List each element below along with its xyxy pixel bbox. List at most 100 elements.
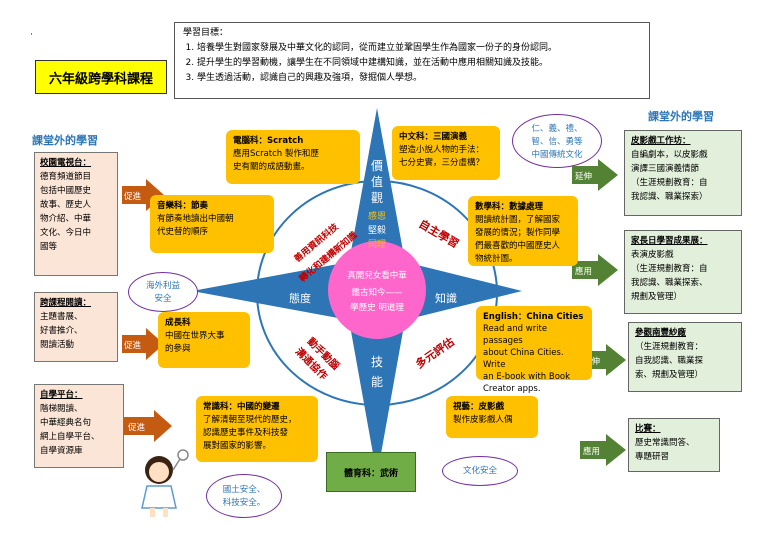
left-arrow-label-2: 促進 bbox=[124, 341, 142, 351]
right-box-line: 專題研習 bbox=[635, 452, 670, 462]
star-right-label: 知識 bbox=[435, 291, 457, 305]
right-box-line: （生涯規劃教育：自 bbox=[631, 264, 708, 274]
subject-math: 數學科：數據處理 閱讀統計圖，了解國家 發展的情況；製作同學 們最喜歡的中國歷史… bbox=[468, 196, 578, 266]
goals-heading: 學習目標： bbox=[183, 28, 229, 38]
star-left-label: 態度 bbox=[289, 291, 311, 305]
subject-title: 音樂科：節奏 bbox=[157, 201, 209, 211]
left-box-line: 國等 bbox=[40, 242, 58, 252]
subject-general-studies: 常識科：中國的變遷 了解清朝至現代的歷史， 認識歷史事件及科技發 展對國家的影響… bbox=[196, 396, 318, 462]
page-title: 六年級跨學科課程 bbox=[35, 60, 167, 94]
right-box-line: 索、規劃及管理） bbox=[635, 370, 704, 380]
girl-illustration bbox=[141, 449, 189, 517]
bubble-line: 國土安全、 bbox=[222, 485, 266, 495]
subject-line: 七分史實，三分虛構？ bbox=[399, 158, 485, 168]
left-box-line: 中華經典名句 bbox=[40, 418, 92, 428]
star-top-char-1: 價 bbox=[371, 159, 383, 173]
right-box-title: 皮影戲工作坊： bbox=[631, 136, 691, 146]
right-box-line: 規劃及管理） bbox=[631, 292, 683, 302]
left-box-self-learning: 自學平台： 階梯閱讀、 中華經典名句 網上自學平台、 自學資源庫 bbox=[34, 384, 124, 468]
right-arrow-2 bbox=[572, 254, 618, 286]
star-top-char-2: 值 bbox=[371, 174, 383, 189]
bubble-line: 智、信、勇等 bbox=[531, 137, 583, 147]
subject-line: an E-book with Book bbox=[483, 372, 571, 382]
right-box-line: 自我認識、職業探 bbox=[635, 356, 704, 366]
left-box-line: 文化、今日中 bbox=[40, 228, 92, 238]
subject-line: 物統計圖。 bbox=[475, 254, 518, 264]
star-bottom-char-1: 技 bbox=[371, 355, 383, 369]
right-heading: 課堂外的學習 bbox=[648, 110, 714, 123]
left-heading: 課堂外的學習 bbox=[32, 134, 98, 147]
left-arrow-2 bbox=[122, 328, 164, 360]
left-box-line: 階梯閱讀、 bbox=[40, 404, 83, 414]
subject-chinese: 中文科：三國演義 塑造小說人物的手法： 七分史實，三分虛構？ bbox=[392, 126, 500, 180]
left-arrow-label-3: 促進 bbox=[128, 423, 146, 433]
subject-title: 電腦科：Scratch bbox=[233, 136, 304, 146]
right-box-line: 表演皮影戲 bbox=[631, 250, 674, 260]
right-arrow-label-1: 延伸 bbox=[575, 172, 593, 182]
left-box-line: 網上自學平台、 bbox=[40, 432, 100, 442]
star-top-sub-1: 感恩 bbox=[368, 210, 386, 222]
right-box-line: 我認識、職業探索） bbox=[631, 192, 708, 202]
left-box-line: 閱讀活動 bbox=[40, 340, 75, 350]
left-box-title: 自學平台： bbox=[40, 390, 83, 400]
subject-line: 展對國家的影響。 bbox=[203, 441, 272, 451]
right-box-competition: 比賽： 歷史常識問答、 專題研習 bbox=[628, 418, 720, 472]
left-box-line: 故事、歷史人 bbox=[40, 200, 92, 210]
bubble-values: 仁、義、禮、 智、信、勇等 中國傳統文化 bbox=[512, 114, 602, 168]
subject-music: 音樂科：節奏 有節奏地讀出中國朝 代史替的順序 bbox=[150, 195, 274, 253]
goal-item: 培養學生對國家發展及中華文化的認同，從而建立並鞏固學生作為國家一份子的身份認同。 bbox=[197, 41, 641, 56]
subject-growth: 成長科 中國在世界大事 的參與 bbox=[158, 312, 250, 368]
left-arrow-3 bbox=[124, 410, 172, 442]
subject-pe: 體育科：武術 bbox=[326, 452, 416, 492]
right-box-line: 自編劇本，以皮影戲 bbox=[631, 150, 708, 160]
center-line-1: 真開兒女看中華 bbox=[347, 270, 407, 281]
subject-visual-arts: 視藝：皮影戲 製作皮影戲人偶 bbox=[446, 396, 538, 438]
right-box-shadow-play: 皮影戲工作坊： 自編劇本，以皮影戲 演譯三國演義情節 （生涯規劃教育：自 我認識… bbox=[624, 130, 742, 216]
left-arrow-label-1: 促進 bbox=[124, 192, 142, 202]
right-arrow-1 bbox=[572, 159, 618, 191]
subject-line: 應用Scratch 製作和歷 bbox=[233, 149, 319, 159]
subject-line: 代史替的順序 bbox=[157, 227, 209, 237]
subject-title: 數學科：數據處理 bbox=[475, 202, 544, 212]
subject-line: Creator apps. bbox=[483, 384, 541, 394]
goal-item: 提升學生的學習動機，讓學生在不同領域中建構知識，並在活動中應用相關知識及技能。 bbox=[197, 56, 641, 71]
star-top-sub-3: 同理 bbox=[368, 239, 386, 250]
subject-computer: 電腦科：Scratch 應用Scratch 製作和歷 史有關的成語動畫。 bbox=[226, 130, 360, 184]
left-box-line: 主題書展、 bbox=[40, 312, 83, 322]
bubble-line: 中國傳統文化 bbox=[531, 150, 583, 160]
right-arrow-label-2: 應用 bbox=[575, 267, 593, 277]
subject-line: 閱讀統計圖，了解國家 bbox=[475, 215, 561, 225]
center-line-2: 鑑古知今—— bbox=[351, 287, 403, 298]
right-box-line: 我認識、職業探索、 bbox=[631, 278, 708, 288]
subject-line: about China Cities. Write bbox=[483, 348, 564, 370]
subject-line: 們最喜歡的中國歷史人 bbox=[475, 241, 561, 251]
left-box-line: 包括中國歷史 bbox=[40, 186, 92, 196]
subject-title: 成長科 bbox=[165, 318, 191, 328]
corner-dot: · bbox=[30, 30, 33, 40]
left-box-line: 自學資源庫 bbox=[40, 446, 83, 456]
left-box-line: 物介紹、中華 bbox=[40, 214, 92, 224]
learning-goals: 學習目標： 培養學生對國家發展及中華文化的認同，從而建立並鞏固學生作為國家一份子… bbox=[174, 22, 650, 99]
subject-line: 了解清朝至現代的歷史， bbox=[203, 415, 297, 425]
subject-title: 視藝：皮影戲 bbox=[453, 402, 505, 412]
subject-line: 的參與 bbox=[165, 344, 191, 354]
right-box-title: 參觀南豐紗廠 bbox=[635, 328, 687, 338]
center-circle bbox=[328, 241, 426, 339]
subject-line: 有節奏地讀出中國朝 bbox=[157, 214, 234, 224]
left-box-title: 校園電視台： bbox=[40, 158, 92, 168]
bubble-tech-security: 國土安全、 科技安全。 bbox=[206, 474, 282, 518]
subject-title: English：China Cities bbox=[483, 312, 584, 322]
right-arrow-4 bbox=[580, 434, 626, 466]
star-top-sub-2: 堅毅 bbox=[368, 224, 386, 236]
bubble-line: 海外利益 bbox=[145, 281, 180, 291]
right-box-title: 家長日學習成果展： bbox=[631, 236, 708, 246]
center-line-3: 學歷史 明道理 bbox=[350, 302, 404, 313]
left-box-line: 德育頻道節目 bbox=[40, 172, 92, 182]
right-box-parents-day: 家長日學習成果展： 表演皮影戲 （生涯規劃教育：自 我認識、職業探索、 規劃及管… bbox=[624, 230, 742, 314]
left-box-line: 好書推介、 bbox=[40, 326, 83, 336]
right-arrow-label-4: 應用 bbox=[583, 447, 601, 457]
goal-item: 學生透過活動，認識自己的興趣及強項，發掘個人學想。 bbox=[197, 71, 641, 86]
bubble-culture-security: 文化安全 bbox=[442, 456, 518, 486]
bubble-overseas: 海外利益 安全 bbox=[128, 272, 198, 312]
